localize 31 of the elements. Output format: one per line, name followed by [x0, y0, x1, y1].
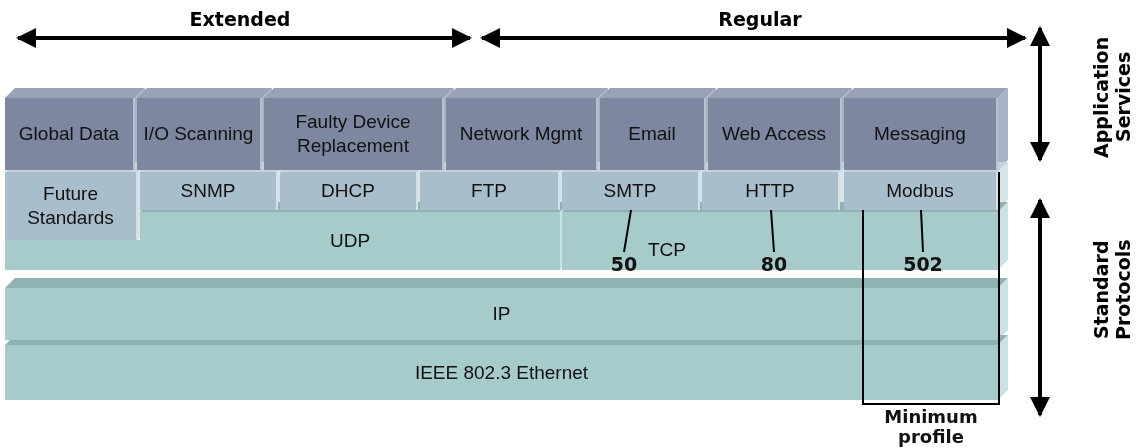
leader-line — [770, 209, 775, 253]
service-block: Messaging — [844, 98, 998, 170]
service-block: Email — [600, 98, 706, 170]
protocol-block: Future Standards — [5, 172, 138, 240]
port-number: 502 — [898, 252, 948, 276]
service-block: Global Data — [5, 98, 135, 170]
protocol-block: SNMP — [140, 172, 278, 210]
leader-line — [920, 209, 924, 253]
profile-heading: Minimum profile — [883, 407, 979, 447]
axis-label: Application Services — [1090, 35, 1134, 160]
service-block: I/O Scanning — [137, 98, 262, 170]
protocol-block: HTTP — [702, 172, 840, 210]
service-block: Web Access — [708, 98, 842, 170]
layer-block: UDP — [140, 212, 560, 270]
leader-line — [623, 209, 632, 253]
layer-block: IEEE 802.3 Ethernet — [5, 345, 998, 400]
layer-block — [562, 212, 998, 270]
span-label: Extended — [188, 8, 292, 30]
node-label: UDP — [329, 230, 371, 251]
protocol-block: DHCP — [280, 172, 418, 210]
protocol-block: FTP — [420, 172, 560, 210]
port-number: 80 — [756, 252, 792, 276]
layer-block: IP — [5, 288, 998, 340]
axis-label: Standard Protocols — [1090, 238, 1134, 343]
layer-name: TCP — [648, 238, 686, 262]
protocol-block: SMTP — [562, 172, 700, 210]
port-number: 50 — [606, 252, 642, 276]
protocol-block: Modbus — [844, 172, 998, 210]
service-block: Network Mgmt — [446, 98, 598, 170]
span-label: Regular — [717, 8, 803, 30]
service-block: Faulty Device Replacement — [264, 98, 444, 170]
